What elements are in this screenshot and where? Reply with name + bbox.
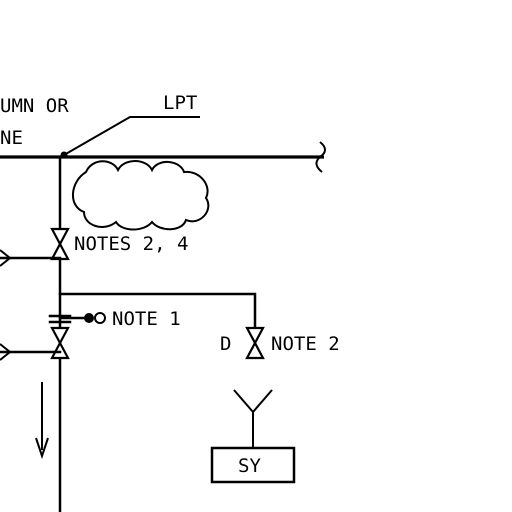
note-1-filled-circle <box>84 313 94 323</box>
note-2-label: NOTE 2 <box>271 333 340 355</box>
column-label-line2: NE <box>0 127 23 149</box>
note-1-open-circle <box>94 312 106 324</box>
right-branch-line <box>58 292 257 330</box>
valve-lower <box>50 326 70 360</box>
sy-label: SY <box>238 455 261 477</box>
left-branch-1-arrow <box>0 249 12 267</box>
sy-box <box>210 446 296 484</box>
drain-funnel <box>233 389 273 414</box>
lpt-leader-line <box>63 116 200 156</box>
d-label: D <box>220 333 231 355</box>
lpt-label: LPT <box>163 92 197 114</box>
break-symbol <box>315 141 326 173</box>
left-branch-2-arrow <box>0 343 12 361</box>
flow-arrow-head <box>35 437 49 460</box>
valve-notes-2-4 <box>50 227 70 261</box>
column-label-line1: UMN OR <box>0 95 69 117</box>
note-1-label: NOTE 1 <box>112 308 181 330</box>
notes-2-4-label: NOTES 2, 4 <box>74 233 188 255</box>
valve-note-2 <box>245 326 265 360</box>
revision-cloud <box>72 160 210 231</box>
